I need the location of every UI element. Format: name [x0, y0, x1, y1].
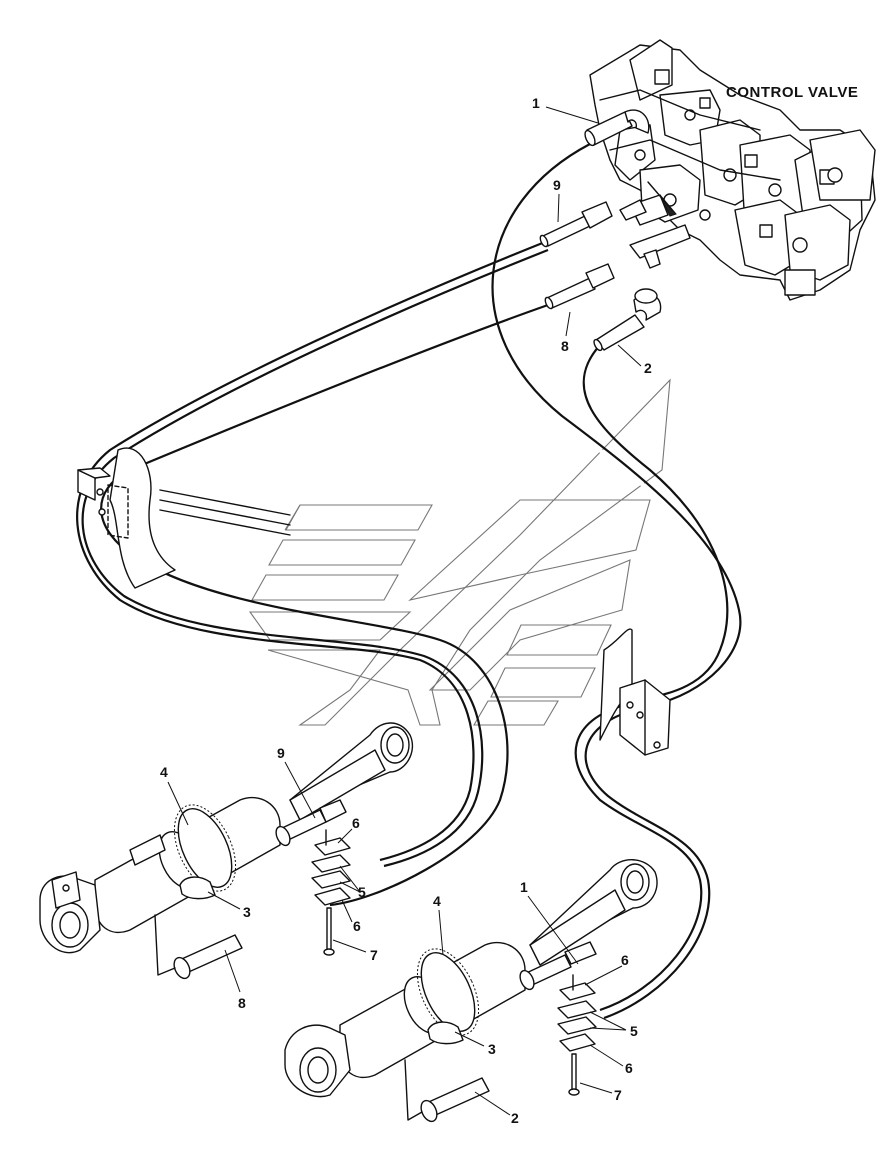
control-valve-block	[589, 39, 876, 301]
callout-2-top: 2	[644, 360, 652, 376]
left-hose-bracket	[77, 447, 176, 589]
callout-8-top: 8	[561, 338, 569, 354]
labels: CONTROL VALVE 1 9 8 2 4 9 6 5 3 6 7 8 4 …	[160, 84, 858, 1126]
right-hose-bracket	[599, 628, 671, 756]
left-boom-cylinder	[39, 722, 414, 980]
right-boom-cylinder	[284, 859, 658, 1123]
callout-6a-right: 6	[621, 952, 629, 968]
callout-3-right: 3	[488, 1041, 496, 1057]
callout-9-left: 9	[277, 745, 285, 761]
callout-6a-left: 6	[352, 815, 360, 831]
valve-fittings	[539, 109, 691, 352]
hose-lines	[76, 138, 742, 1020]
leader-lines	[167, 106, 642, 1116]
callout-4-right: 4	[433, 893, 441, 909]
callout-1-top: 1	[532, 95, 540, 111]
callout-6b-left: 6	[353, 918, 361, 934]
callout-4-left: 4	[160, 764, 168, 780]
callout-3-left: 3	[243, 904, 251, 920]
callout-5-right: 5	[630, 1023, 638, 1039]
callout-7-left: 7	[370, 947, 378, 963]
callout-9-top: 9	[553, 177, 561, 193]
callout-7-right: 7	[614, 1087, 622, 1103]
callout-2-right: 2	[511, 1110, 519, 1126]
watermark-logo	[248, 378, 671, 726]
callout-6b-right: 6	[625, 1060, 633, 1076]
callout-1-right: 1	[520, 879, 528, 895]
control-valve-title: CONTROL VALVE	[726, 84, 858, 101]
callout-8-left: 8	[238, 995, 246, 1011]
callout-5-left: 5	[358, 884, 366, 900]
